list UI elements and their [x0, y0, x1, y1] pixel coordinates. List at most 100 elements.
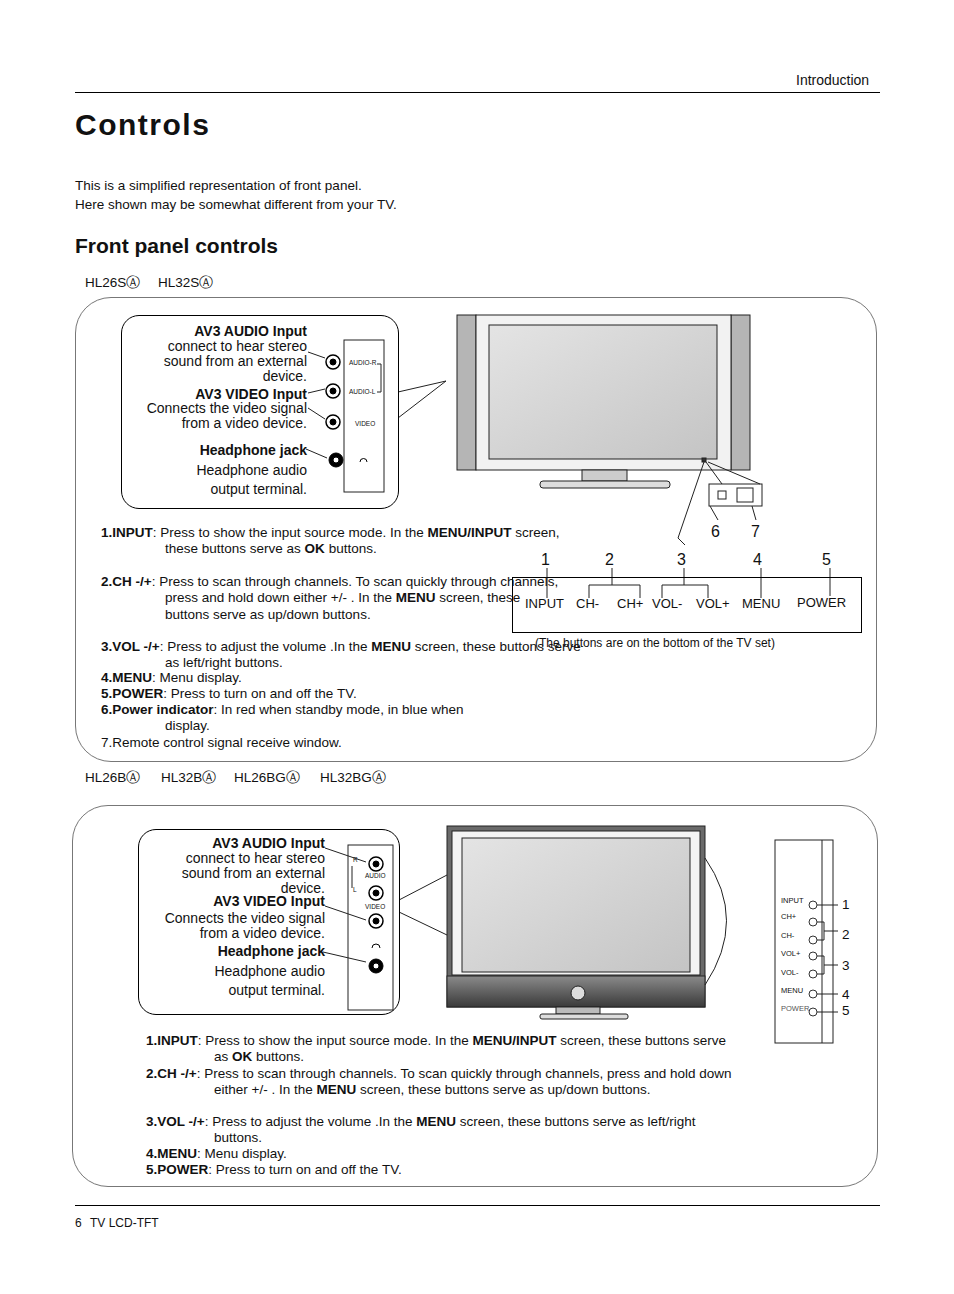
key-term: 5.POWER	[101, 686, 163, 701]
button-strip: INPUT CH- CH+ VOL- VOL+ MENU POWER	[512, 577, 862, 633]
description-item: 4.MENU: Menu display.	[101, 670, 585, 686]
description-item: 1.INPUT: Press to show the input source …	[146, 1033, 759, 1066]
label: This is a simplified representation of f…	[75, 178, 362, 194]
node-text: POWER	[781, 1004, 809, 1013]
node-text: connect to hear stereo sound from an ext…	[159, 851, 325, 896]
description-text: : Press to turn on and off the TV.	[163, 686, 356, 701]
label: Here shown may be somewhat different fro…	[75, 197, 397, 213]
node-text: AV3 VIDEO Input	[144, 893, 325, 910]
node-text: HL26BⒶ	[85, 770, 140, 786]
node-text: AV3 AUDIO Input	[144, 835, 325, 852]
node-text: HL32BGⒶ	[320, 770, 386, 786]
page-title: Controls	[75, 108, 210, 142]
node-text: Connects the video signal from a video d…	[122, 401, 307, 431]
node-text: Headphone audio output terminal.	[177, 461, 307, 499]
side-button-panel: INPUTCH+CH-VOL+VOL-MENUPOWER	[776, 841, 834, 1044]
node-text: HL32BⒶ	[161, 770, 216, 786]
node-text: CH-	[576, 596, 599, 612]
label: 6	[75, 1216, 82, 1230]
node-text: Headphone jack	[144, 943, 325, 960]
description-item: 4.MENU: Menu display.	[146, 1146, 754, 1162]
description-text: buttons.	[256, 1049, 304, 1064]
description-item: 7.Remote control signal receive window.	[101, 735, 585, 751]
key-term: MENU/INPUT	[472, 1033, 556, 1048]
callout-number: 2	[605, 550, 614, 569]
description-item: 2.CH -/+: Press to scan through channels…	[146, 1066, 764, 1099]
node-text: POWER	[797, 595, 846, 611]
callout-number: 1	[541, 550, 550, 569]
description-text: 7.Remote control signal receive window.	[101, 735, 342, 750]
label: 4	[842, 987, 850, 1003]
node-text: HL26BGⒶ	[234, 770, 300, 786]
description-text: : Menu display.	[197, 1146, 287, 1161]
node-text: HL26SⒶ	[85, 275, 140, 291]
callout-box: AV3 AUDIO Inputconnect to hear stereo so…	[121, 315, 399, 509]
node-text: VOL+	[696, 596, 730, 612]
description-item: 5.POWER: Press to turn on and off the TV…	[101, 686, 585, 702]
key-term: 2.CH -/+	[101, 574, 152, 589]
label: AUDIO-R	[349, 359, 376, 367]
key-term: 2.CH -/+	[146, 1066, 197, 1081]
node-text: VOL-	[781, 968, 799, 977]
label: 3	[842, 958, 850, 974]
label: AUDIO	[365, 872, 386, 880]
description-text: : Press to show the input source mode. I…	[198, 1033, 469, 1048]
node-text: INPUT	[525, 596, 564, 612]
description-item: 5.POWER: Press to turn on and off the TV…	[146, 1162, 754, 1178]
key-term: 1.INPUT	[101, 525, 153, 540]
label: 2	[842, 927, 850, 943]
node-text: HL32SⒶ	[158, 275, 213, 291]
node-text: CH+	[617, 596, 643, 612]
description-item: 6.Power indicator: In red when standby m…	[101, 702, 510, 735]
node-text: VOL+	[781, 949, 800, 958]
key-term: MENU/INPUT	[427, 525, 511, 540]
key-term: 4.MENU	[101, 670, 152, 685]
label: VIDEO	[355, 420, 375, 428]
description-text: : Press to turn on and off the TV.	[208, 1162, 401, 1177]
label: Introduction	[796, 72, 869, 89]
description-item: 2.CH -/+: Press to scan through channels…	[101, 574, 565, 623]
label: 1	[842, 897, 850, 913]
node-text: Headphone jack	[127, 442, 307, 459]
description-text: : Press to adjust the volume .In the	[160, 639, 368, 654]
label: R	[353, 856, 358, 864]
description-item: 3.VOL -/+: Press to adjust the volume .I…	[101, 639, 595, 672]
key-term: 3.VOL -/+	[146, 1114, 205, 1129]
key-term: MENU	[416, 1114, 456, 1129]
key-term: MENU	[371, 639, 411, 654]
description-text: screen, these buttons serve as up/down b…	[360, 1082, 650, 1097]
label: L	[353, 886, 357, 894]
model-panel: HL26BⒶHL32BⒶHL26BGⒶHL32BGⒶAV3 AUDIO Inpu…	[72, 805, 878, 1187]
callout-number: 5	[822, 550, 831, 569]
key-term: MENU	[396, 590, 436, 605]
description-text: : Press to adjust the volume .In the	[205, 1114, 413, 1129]
node-text: VOL-	[652, 596, 682, 612]
key-term: 6.Power indicator	[101, 702, 214, 717]
callout-box: AV3 AUDIO Inputconnect to hear stereo so…	[138, 829, 400, 1015]
key-term: 4.MENU	[146, 1146, 197, 1161]
node-text: connect to hear stereo sound from an ext…	[142, 339, 307, 384]
node-text: MENU	[781, 986, 803, 995]
key-term: 3.VOL -/+	[101, 639, 160, 654]
description-item: 3.VOL -/+: Press to adjust the volume .I…	[146, 1114, 744, 1147]
description-text: buttons.	[329, 541, 377, 556]
node-text: INPUT	[781, 896, 804, 905]
callout-number: 6	[711, 522, 720, 541]
callout-number: 4	[753, 550, 762, 569]
key-term: OK	[305, 541, 325, 556]
node-text: AV3 AUDIO Input	[127, 323, 307, 340]
label: TV LCD-TFT	[90, 1216, 159, 1230]
callout-number: 3	[677, 550, 686, 569]
node-text: Headphone audio output terminal.	[195, 962, 325, 1000]
callout-number: 7	[751, 522, 760, 541]
description-item: 1.INPUT: Press to show the input source …	[101, 525, 560, 558]
node-text: MENU	[742, 596, 780, 612]
key-term: 1.INPUT	[146, 1033, 198, 1048]
key-term: MENU	[316, 1082, 356, 1097]
node-text: CH+	[781, 912, 796, 921]
label: Front panel controls	[75, 233, 278, 258]
label: VIDEO	[365, 903, 385, 911]
key-term: 5.POWER	[146, 1162, 208, 1177]
node-text: Connects the video signal from a video d…	[139, 911, 325, 941]
key-term: OK	[232, 1049, 252, 1064]
